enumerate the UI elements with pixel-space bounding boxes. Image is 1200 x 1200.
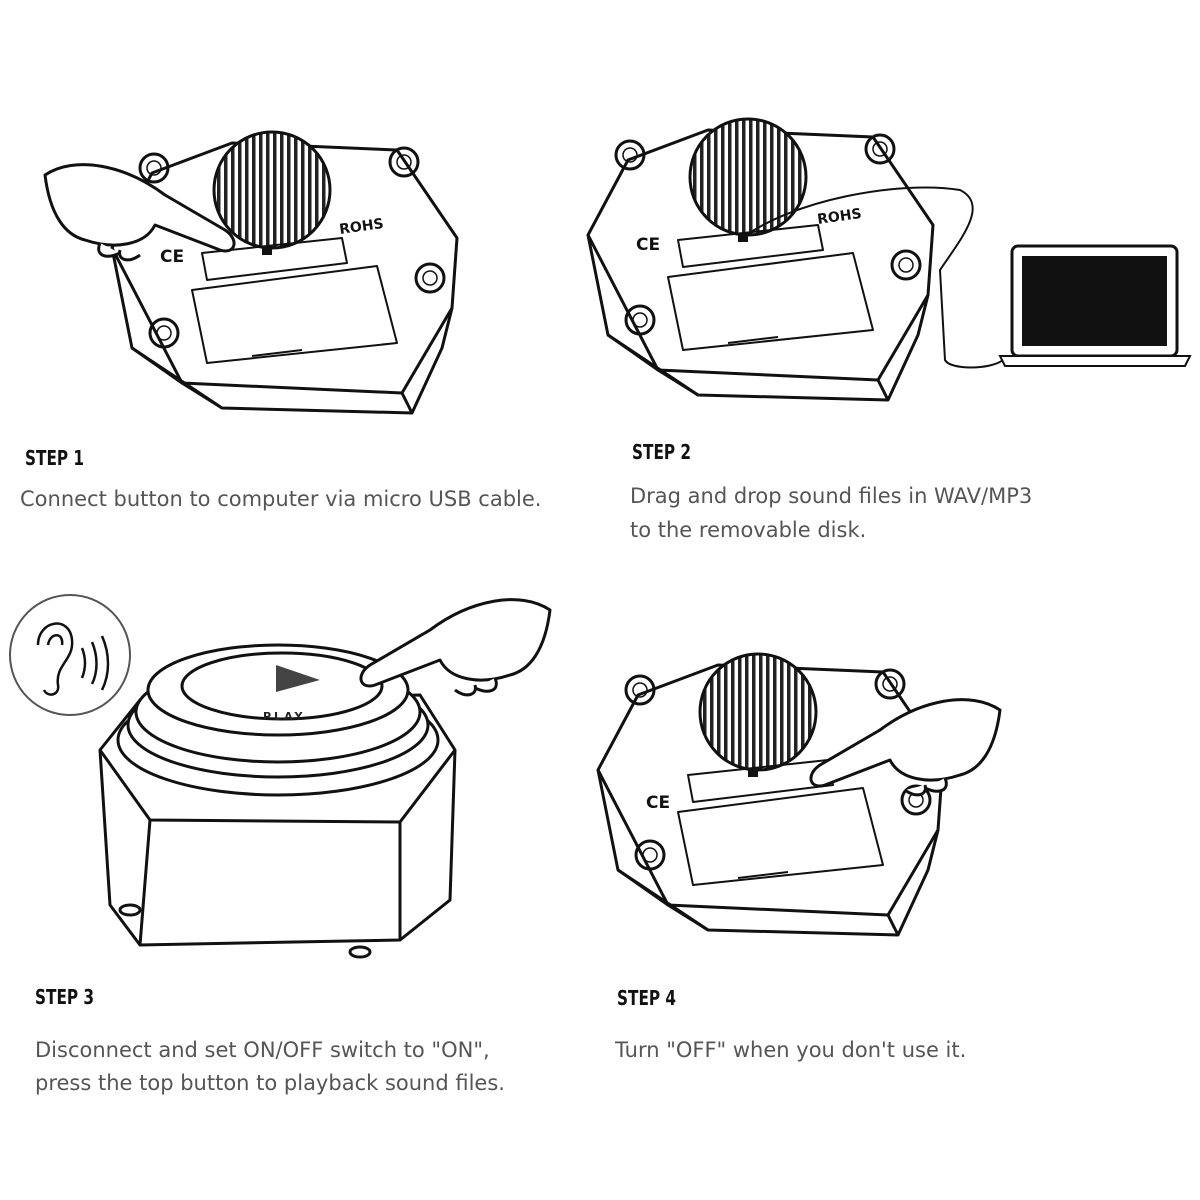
step1-title: STEP 1 xyxy=(25,446,85,470)
ce-mark: CE xyxy=(160,247,184,267)
step2-text-line2: to the removable disk. xyxy=(630,518,867,542)
step1-device-drawing: CE ROHS xyxy=(43,130,459,415)
hearing-sound-icon xyxy=(9,594,131,716)
step3-button-drawing: PLAY xyxy=(98,598,552,959)
step3-text-line2: press the top button to playback sound f… xyxy=(35,1071,505,1095)
ce-mark: CE xyxy=(636,235,660,255)
ce-mark: CE xyxy=(646,793,670,813)
step4-text: Turn "OFF" when you don't use it. xyxy=(615,1038,967,1062)
usb-cable xyxy=(739,186,1004,369)
step2-text-line1: Drag and drop sound files in WAV/MP3 xyxy=(630,484,1033,508)
step4-title: STEP 4 xyxy=(617,986,677,1010)
rohs-mark: ROHS xyxy=(338,216,384,238)
laptop-icon xyxy=(998,244,1192,367)
step2-title: STEP 2 xyxy=(632,440,692,464)
step4-device-drawing: CE ROHS xyxy=(596,652,1002,937)
play-icon xyxy=(276,665,320,692)
hand-icon xyxy=(359,598,552,697)
step1-text: Connect button to computer via micro USB… xyxy=(20,487,542,511)
step3-text-line1: Disconnect and set ON/OFF switch to "ON"… xyxy=(35,1038,490,1062)
play-label: PLAY xyxy=(263,710,306,723)
step3-title: STEP 3 xyxy=(35,985,95,1009)
rohs-mark: ROHS xyxy=(816,206,862,228)
step2-device-drawing: CE ROHS xyxy=(586,117,1192,402)
